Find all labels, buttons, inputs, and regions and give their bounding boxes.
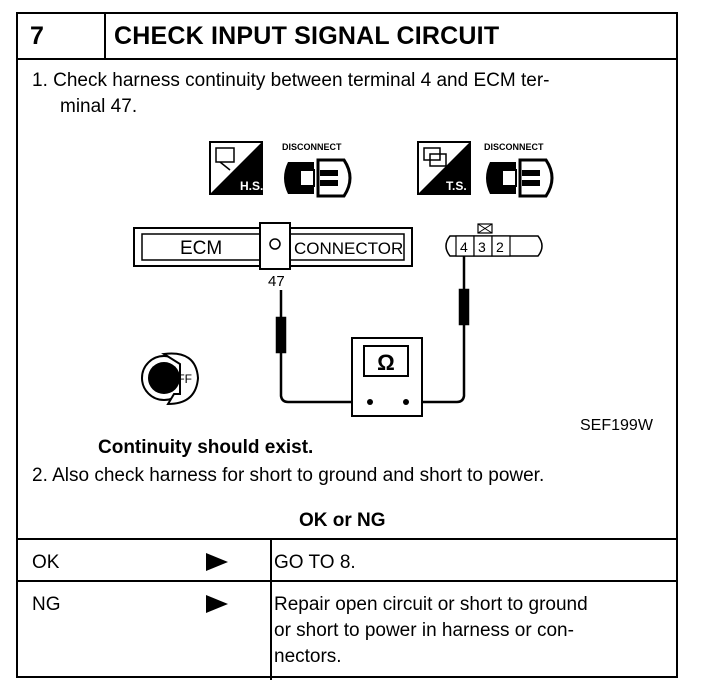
decision-row-ng: NG Repair open circuit or short to groun… [18,580,676,680]
test-leads [275,256,470,404]
figure-code: SEF199W [580,417,654,432]
terminal-side-icon: T.S. [417,141,471,195]
disconnect-icon-right: DISCONNECT [484,142,554,198]
harness-side-icon: H.S. [209,141,263,195]
terminal-47-label: 47 [268,273,285,290]
harness-connector: 4 3 2 [445,223,543,257]
ng-arrow-icon [206,595,228,613]
ng-action-line2: or short to power in harness or con- [274,620,574,641]
hs-label: H.S. [240,179,263,193]
ok-label: OK [32,552,60,573]
step1-line2: minal 47. [60,96,138,117]
decision-row-ok: OK GO TO 8. [18,538,676,582]
wiring-diagram: H.S. DISCONNECT T.S. DISCONNECT [133,141,654,432]
continuity-result: Continuity should exist. [98,437,314,458]
disconnect-label-left: DISCONNECT [282,142,342,152]
step-header: 7 CHECK INPUT SIGNAL CIRCUIT [18,14,676,60]
step-title: CHECK INPUT SIGNAL CIRCUIT [114,22,500,50]
ecm-connector: ECM CONNECTOR 47 [133,222,413,290]
step2-text: 2. Also check harness for short to groun… [32,465,545,486]
procedure-frame: 7 CHECK INPUT SIGNAL CIRCUIT 1. Check ha… [16,12,678,680]
decision-heading: OK or NG [299,510,386,531]
ng-label: NG [32,594,61,615]
ok-arrow-icon [206,553,228,571]
ng-action-line1: Repair open circuit or short to ground [274,594,588,615]
ignition-key-off-icon: OFF [141,352,200,406]
ignition-off-label: OFF [168,372,192,386]
step-number: 7 [18,14,106,58]
connector-label: CONNECTOR [294,239,403,258]
column-divider [270,582,272,680]
ohm-symbol: Ω [377,350,395,375]
ok-action: GO TO 8. [274,552,356,573]
ohmmeter: Ω [351,337,423,417]
connector-pin-4: 4 [460,239,468,255]
connector-pin-3: 3 [478,239,486,255]
step1-line1: 1. Check harness continuity between term… [32,70,550,91]
connector-pin-2: 2 [496,239,504,255]
column-divider [270,540,272,582]
disconnect-label-right: DISCONNECT [484,142,544,152]
ecm-label: ECM [180,238,222,259]
ts-label: T.S. [446,179,467,193]
disconnect-icon-left: DISCONNECT [282,142,352,198]
ng-action-line3: nectors. [274,646,342,667]
